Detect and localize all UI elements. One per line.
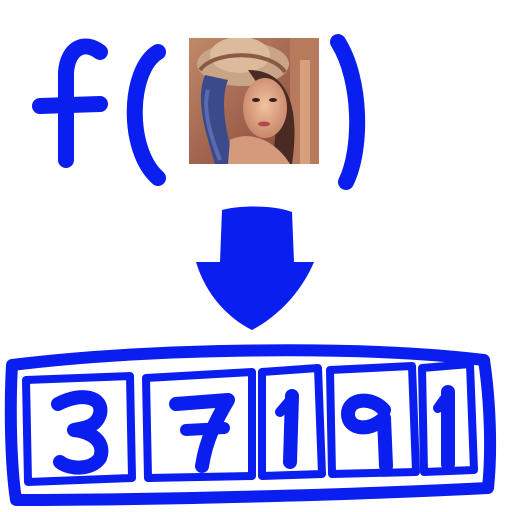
output-cell <box>418 360 478 476</box>
digit-3 <box>51 390 109 475</box>
digit-7 <box>169 393 235 473</box>
output-cell <box>142 368 256 482</box>
digit-9 <box>341 393 393 473</box>
digit-1 <box>275 389 299 469</box>
down-arrow-icon <box>196 206 314 330</box>
function-name-f: f <box>32 38 108 168</box>
close-paren: ) <box>330 34 366 190</box>
output-cell <box>22 372 136 486</box>
digit-1 <box>433 385 455 471</box>
input-photo-image <box>189 38 319 164</box>
output-cell <box>258 364 326 480</box>
output-cell <box>326 362 420 478</box>
output-vector: 3 7 1 9 1 <box>4 344 497 506</box>
open-paren: ( <box>126 44 166 186</box>
